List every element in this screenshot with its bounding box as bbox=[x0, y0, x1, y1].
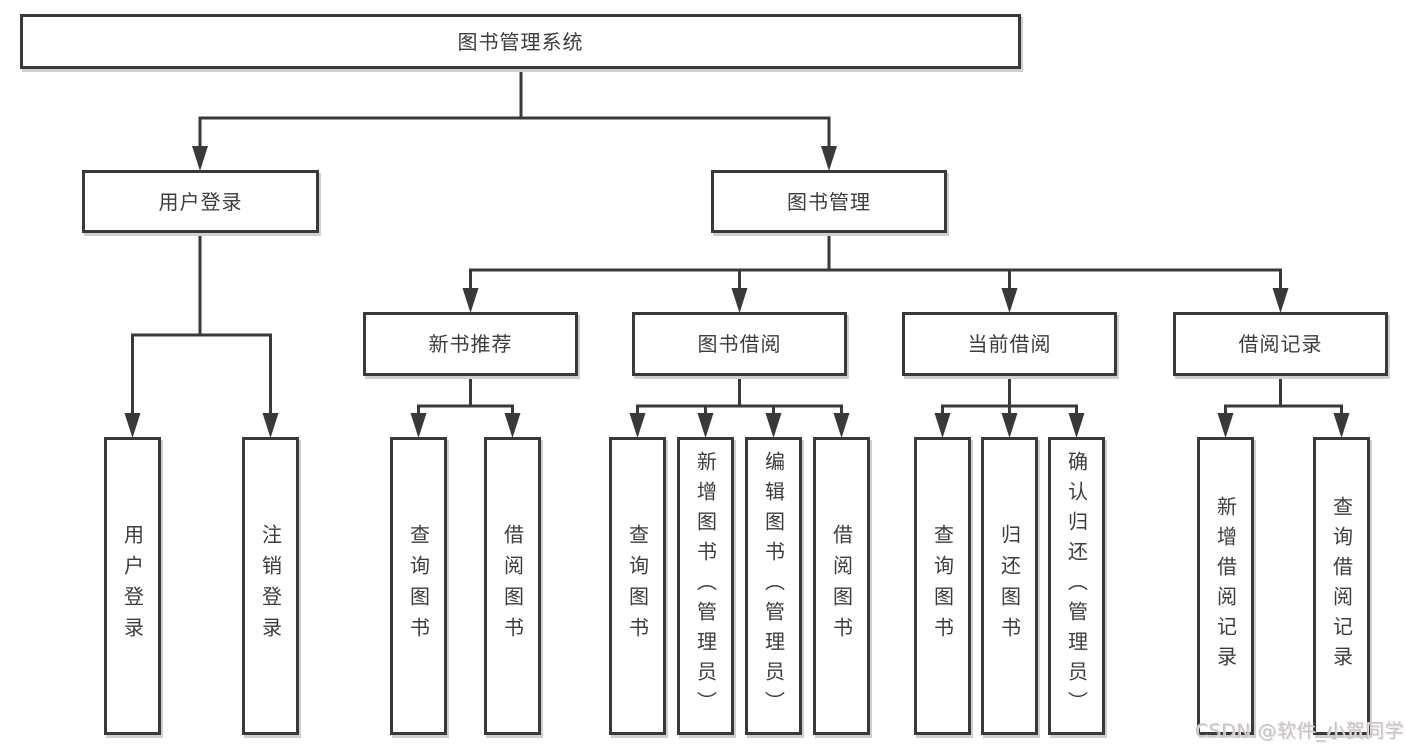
node-user-login: 用户登录 bbox=[82, 170, 319, 233]
arrowhead-icon bbox=[934, 413, 951, 438]
node-nbr-borrow-book-label: 借阅图书 bbox=[500, 524, 525, 648]
node-bb-query-book-label: 查询图书 bbox=[625, 524, 650, 648]
node-new-book-recommend-label: 新书推荐 bbox=[428, 332, 513, 356]
edge-book-borrow-to-children bbox=[636, 376, 843, 419]
node-bb-borrow-book: 借阅图书 bbox=[813, 437, 870, 735]
node-bb-add-book: 新增图书（管理员） bbox=[677, 437, 734, 735]
edge-lines bbox=[131, 69, 1343, 419]
node-book-management-label: 图书管理 bbox=[787, 189, 871, 214]
arrowhead-icon bbox=[1272, 288, 1289, 313]
node-cb-return-book: 归还图书 bbox=[981, 437, 1038, 735]
node-logout-label: 注销登录 bbox=[258, 524, 283, 648]
arrowhead-icon bbox=[765, 413, 782, 438]
node-br-add-record: 新增借阅记录 bbox=[1197, 437, 1254, 735]
edge-root-to-level2 bbox=[198, 69, 831, 152]
node-borrow-records-label: 借阅记录 bbox=[1238, 332, 1323, 356]
node-current-borrow-label: 当前借阅 bbox=[967, 332, 1052, 356]
node-root-label: 图书管理系统 bbox=[457, 29, 584, 54]
arrowhead-icon bbox=[124, 413, 141, 438]
node-login-label: 用户登录 bbox=[120, 524, 145, 648]
node-current-borrow: 当前借阅 bbox=[902, 312, 1117, 376]
node-root: 图书管理系统 bbox=[20, 14, 1021, 69]
node-borrow-records: 借阅记录 bbox=[1173, 312, 1388, 376]
arrowhead-icon bbox=[833, 413, 850, 438]
node-cb-confirm-return-label: 确认归还（管理员） bbox=[1064, 451, 1089, 721]
arrowhead-icon bbox=[697, 413, 714, 438]
arrowhead-icon bbox=[1001, 413, 1018, 438]
edge-book-management-to-children bbox=[469, 233, 1282, 294]
node-cb-return-book-label: 归还图书 bbox=[997, 524, 1022, 648]
arrowhead-icon bbox=[821, 146, 837, 171]
node-bb-edit-book: 编辑图书（管理员） bbox=[745, 437, 802, 735]
node-bb-query-book: 查询图书 bbox=[609, 437, 666, 735]
csdn-watermark: CSDN @软件_小贺同学 bbox=[1194, 720, 1404, 742]
arrowhead-icon bbox=[504, 413, 521, 438]
node-nbr-borrow-book: 借阅图书 bbox=[484, 437, 541, 735]
arrowhead-icon bbox=[410, 413, 427, 438]
edge-current-borrow-to-children bbox=[941, 376, 1078, 419]
node-bb-edit-book-label: 编辑图书（管理员） bbox=[761, 451, 786, 721]
node-book-borrow-label: 图书借阅 bbox=[697, 332, 782, 356]
arrowhead-icon bbox=[1217, 413, 1234, 438]
node-user-login-label: 用户登录 bbox=[158, 189, 243, 214]
node-nbr-query-book-label: 查询图书 bbox=[406, 524, 431, 648]
node-cb-confirm-return: 确认归还（管理员） bbox=[1048, 437, 1105, 735]
node-cb-query-book-label: 查询图书 bbox=[930, 524, 955, 648]
node-br-query-record-label: 查询借阅记录 bbox=[1329, 496, 1354, 676]
arrowhead-icon bbox=[1068, 413, 1085, 438]
node-br-query-record: 查询借阅记录 bbox=[1313, 437, 1370, 735]
arrowhead-icon bbox=[1001, 288, 1018, 313]
arrowheads bbox=[124, 146, 1350, 438]
arrowhead-icon bbox=[462, 288, 479, 313]
node-cb-query-book: 查询图书 bbox=[914, 437, 971, 735]
node-book-borrow: 图书借阅 bbox=[632, 312, 847, 376]
arrowhead-icon bbox=[1333, 413, 1350, 438]
arrowhead-icon bbox=[629, 413, 646, 438]
edge-user-login-to-children bbox=[131, 233, 272, 419]
node-bb-add-book-label: 新增图书（管理员） bbox=[693, 451, 718, 721]
node-logout: 注销登录 bbox=[242, 437, 299, 735]
node-book-management: 图书管理 bbox=[711, 170, 947, 233]
node-login: 用户登录 bbox=[104, 437, 161, 735]
edge-borrow-records-to-children bbox=[1224, 376, 1343, 419]
node-new-book-recommend: 新书推荐 bbox=[363, 312, 578, 376]
edge-new-book-recommend-to-children bbox=[417, 376, 514, 419]
arrowhead-icon bbox=[262, 413, 279, 438]
arrowhead-icon bbox=[192, 146, 208, 171]
node-bb-borrow-book-label: 借阅图书 bbox=[829, 524, 854, 648]
node-nbr-query-book: 查询图书 bbox=[390, 437, 447, 735]
arrowhead-icon bbox=[731, 288, 748, 313]
node-br-add-record-label: 新增借阅记录 bbox=[1213, 496, 1238, 676]
